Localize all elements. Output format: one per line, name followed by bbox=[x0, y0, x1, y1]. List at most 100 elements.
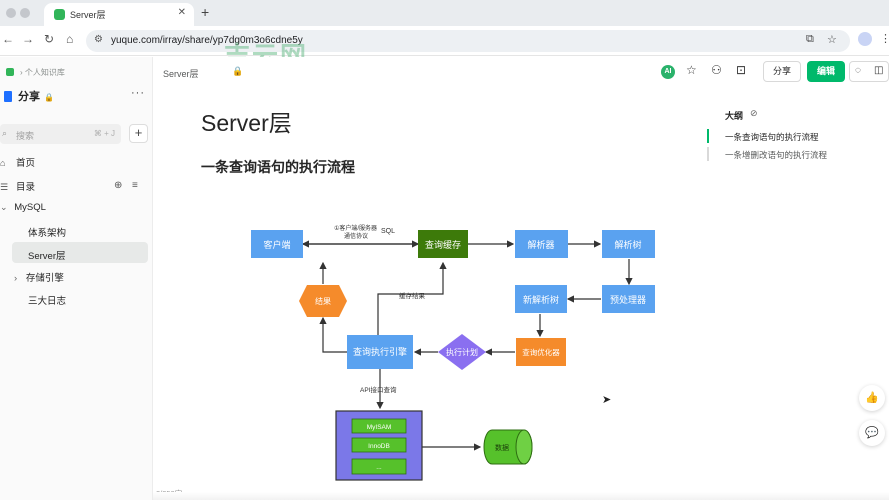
sidebar-item-toc-label: 目录 bbox=[16, 182, 36, 193]
url-input[interactable]: ⚙ yuque.com/irray/share/yp7dg0m3o6cdne5y… bbox=[86, 30, 850, 52]
ai-assistant-icon[interactable]: AI bbox=[661, 65, 675, 79]
innodb-node bbox=[351, 437, 407, 453]
sidebar-active-highlight bbox=[12, 242, 148, 263]
sidebar-item-server-layer[interactable]: Server层 bbox=[28, 251, 66, 262]
breadcrumb-label: 个人知识库 bbox=[24, 68, 65, 77]
forward-arrow-icon[interactable]: → bbox=[22, 32, 34, 46]
sidebar-item-home[interactable]: ⌂ 首页 bbox=[0, 155, 35, 169]
lock-icon: 🔒 bbox=[232, 66, 244, 76]
site-settings-icon[interactable]: ⚙ bbox=[94, 34, 103, 45]
install-app-icon[interactable]: ⧉ bbox=[806, 33, 814, 45]
client-node bbox=[251, 230, 303, 258]
tab-title: Server层 bbox=[70, 10, 106, 20]
address-bar: ← → ↻ ⌂ ⚙ yuque.com/irray/share/yp7dg0m3… bbox=[0, 26, 889, 56]
breadcrumb-arrow-icon: › bbox=[20, 68, 23, 77]
knowledge-base-icon bbox=[6, 68, 14, 76]
section-heading: 一条查询语句的执行流程 bbox=[201, 159, 355, 175]
data-cylinder: 数据 bbox=[483, 429, 533, 465]
locate-icon[interactable]: ⊕ bbox=[114, 180, 123, 191]
header-tool-group: ◌ ◫ bbox=[849, 61, 889, 82]
innodb-label: InnoDB bbox=[368, 443, 390, 450]
preprocessor-label: 预处理器 bbox=[610, 294, 646, 305]
mouse-cursor-icon: ➤ bbox=[602, 394, 612, 406]
parser-node bbox=[515, 230, 568, 258]
hide-outline-icon[interactable]: ⊘ bbox=[750, 108, 758, 118]
browser-tab-bar: Server层 ✕ + bbox=[0, 0, 889, 26]
query-cache-label: 查询缓存 bbox=[425, 239, 461, 250]
knowledge-base-title-text: 分享 bbox=[18, 91, 40, 103]
favorite-star-icon[interactable]: ☆ bbox=[686, 63, 697, 77]
edit-button[interactable]: 编辑 bbox=[807, 61, 845, 82]
comment-icon[interactable]: 💬 bbox=[859, 420, 885, 446]
share-button[interactable]: 分享 bbox=[763, 61, 801, 82]
tree-label: MySQL bbox=[14, 202, 46, 213]
yuque-favicon-icon bbox=[54, 9, 65, 20]
other-engine-label: ... bbox=[376, 464, 382, 471]
new-parse-tree-label: 新解析树 bbox=[523, 294, 559, 305]
sidebar-breadcrumb[interactable]: › 个人知识库 bbox=[6, 67, 65, 78]
expand-chevron-icon[interactable]: ⌄ bbox=[0, 202, 8, 212]
myisam-label: MyISAM bbox=[367, 424, 392, 431]
outline-active-bar bbox=[707, 129, 709, 143]
present-icon[interactable]: ⊡ bbox=[736, 63, 747, 77]
knowledge-base-title[interactable]: 分享🔒 bbox=[4, 88, 54, 104]
sidebar-item-architecture[interactable]: 体系架构 bbox=[28, 228, 67, 239]
back-arrow-icon[interactable]: ← bbox=[2, 32, 14, 46]
search-input[interactable]: ⌕ 搜索 ⌘ + J bbox=[0, 124, 121, 144]
diagram-node-preprocessor: 预处理器 bbox=[602, 285, 655, 313]
myisam-node bbox=[351, 418, 407, 434]
result-node bbox=[299, 285, 347, 317]
outline-item[interactable]: 一条增删改语句的执行流程 bbox=[725, 150, 828, 160]
book-icon bbox=[4, 91, 12, 102]
outline-bar bbox=[707, 147, 709, 161]
other-engine-node bbox=[351, 458, 407, 475]
tab-close-icon[interactable]: ✕ bbox=[177, 7, 186, 18]
home-icon: ⌂ bbox=[0, 158, 6, 168]
browser-tab[interactable]: Server层 ✕ bbox=[44, 3, 194, 26]
diagram-node-client: 客户端 bbox=[251, 230, 303, 258]
diagram-node-new-parse-tree: 新解析树 bbox=[515, 285, 567, 313]
sidebar-item-home-label: 首页 bbox=[16, 158, 36, 169]
outline-item[interactable]: 一条查询语句的执行流程 bbox=[725, 132, 819, 142]
parser-label: 解析器 bbox=[527, 239, 554, 250]
diagram-node-parse-tree: 解析树 bbox=[602, 230, 655, 258]
sidebar-panel-icon[interactable]: ◫ bbox=[874, 65, 884, 76]
cache-result-label: 缓存结果 bbox=[399, 291, 426, 300]
home-icon[interactable]: ⌂ bbox=[66, 32, 74, 46]
add-button[interactable]: + bbox=[129, 124, 148, 143]
list-icon: ☰ bbox=[0, 182, 9, 192]
exec-plan-label: 执行计划 bbox=[446, 347, 478, 357]
query-flow-diagram: 客户端 查询缓存 解析器 解析树 预处理器 新解析树 查询优化器 执行计划 查询… bbox=[251, 224, 655, 481]
browser-menu-icon[interactable]: ⋮ bbox=[880, 33, 889, 45]
more-options-button[interactable]: ··· bbox=[131, 87, 145, 99]
url-text: yuque.com/irray/share/yp7dg0m3o6cdne5y bbox=[111, 35, 303, 46]
window-minimize-dot[interactable] bbox=[20, 8, 30, 18]
like-icon[interactable]: 👍 bbox=[859, 385, 885, 411]
sql-label: SQL bbox=[381, 228, 395, 235]
diagram-node-parser: 解析器 bbox=[515, 230, 568, 258]
exec-engine-label: 查询执行引擎 bbox=[353, 346, 407, 357]
sidebar-item-storage-engine[interactable]: › 存储引擎 bbox=[14, 270, 64, 284]
new-tab-button[interactable]: + bbox=[201, 4, 210, 20]
parse-tree-node bbox=[602, 230, 655, 258]
preprocessor-node bbox=[602, 285, 655, 313]
sidebar-item-toc[interactable]: ☰ 目录 bbox=[0, 179, 35, 193]
bottom-toolbar-edge bbox=[153, 492, 889, 500]
sidebar-item-logs[interactable]: 三大日志 bbox=[28, 296, 67, 307]
bookmark-star-icon[interactable]: ☆ bbox=[827, 34, 837, 46]
outline-title: 大纲 bbox=[725, 111, 744, 121]
parse-tree-label: 解析树 bbox=[614, 239, 641, 250]
add-collaborator-icon[interactable]: ⚇ bbox=[711, 63, 722, 77]
optimizer-node bbox=[516, 338, 566, 366]
reload-icon[interactable]: ↻ bbox=[44, 32, 55, 46]
window-close-dot[interactable] bbox=[6, 8, 16, 18]
tree-label: 存储引擎 bbox=[25, 273, 64, 284]
expand-chevron-icon[interactable]: › bbox=[14, 273, 18, 284]
sidebar-item-mysql[interactable]: ⌄ MySQL bbox=[0, 202, 46, 213]
collapse-list-icon[interactable]: ≡ bbox=[132, 180, 138, 191]
client-label: 客户端 bbox=[263, 239, 290, 250]
comment-icon[interactable]: ◌ bbox=[855, 65, 861, 76]
profile-avatar-icon[interactable] bbox=[858, 32, 872, 46]
doc-breadcrumb[interactable]: Server层 bbox=[163, 69, 199, 79]
new-parse-tree-node bbox=[515, 285, 567, 313]
